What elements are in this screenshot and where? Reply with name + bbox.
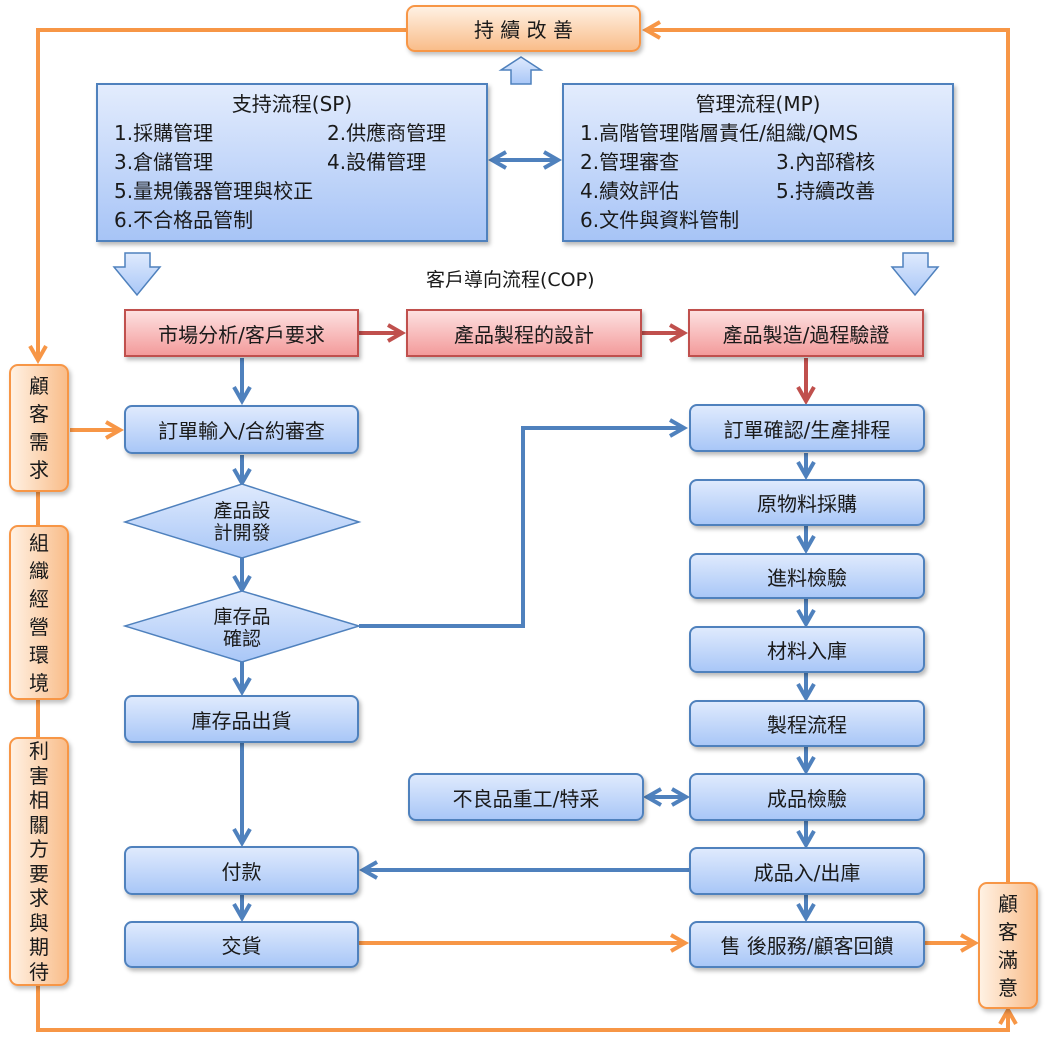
decision-stock-diamond <box>122 590 362 663</box>
finished-goods-box: 成品入/出庫 <box>689 847 925 895</box>
stock-shipping-label: 庫存品出貨 <box>191 708 292 733</box>
char: 關 <box>29 812 49 837</box>
step-label: 製程流程 <box>767 713 847 737</box>
product-design-box: 產品製程的設計 <box>406 309 642 357</box>
mp-item: 4.績效評估 <box>580 179 680 203</box>
incoming-inspection-box: 進料檢驗 <box>689 553 925 599</box>
cop-label: 客戶導向流程(COP) <box>426 269 595 291</box>
sp-item: 3.倉儲管理 <box>114 150 214 174</box>
char: 營 <box>29 614 49 639</box>
decision-design-line: 計開發 <box>213 522 271 544</box>
char: 需 <box>29 430 49 454</box>
support-process-panel: 支持流程(SP) 1.採購管理 2.供應商管理 3.倉儲管理 4.設備管理 5.… <box>96 83 488 242</box>
up-block-arrow-icon <box>498 56 544 85</box>
mp-item: 3.內部稽核 <box>776 150 876 174</box>
mp-item: 5.持續改善 <box>776 179 876 203</box>
char: 方 <box>29 837 49 861</box>
stock-to-order-confirm-arrow <box>359 418 689 628</box>
decision-design-label: 產品設 計開發 <box>192 500 292 544</box>
char: 組 <box>29 530 49 555</box>
market-analysis-label: 市場分析/客戶要求 <box>158 322 325 347</box>
decision-stock-line: 確認 <box>222 628 261 650</box>
order-entry-label: 訂單輸入/合約審查 <box>158 419 325 443</box>
product-design-label: 產品製程的設計 <box>454 322 594 347</box>
step-label: 成品檢驗 <box>767 786 847 811</box>
decision-design-diamond <box>122 483 362 559</box>
char: 意 <box>998 975 1018 1000</box>
stock-shipping-box: 庫存品出貨 <box>124 695 359 743</box>
management-process-title: 管理流程(MP) <box>695 92 821 116</box>
step-label: 材料入庫 <box>767 639 847 663</box>
sp-item: 5.量規儀器管理與校正 <box>114 179 314 203</box>
market-analysis-box: 市場分析/客戶要求 <box>124 309 359 357</box>
sp-item: 2.供應商管理 <box>327 121 447 145</box>
management-process-panel: 管理流程(MP) 1.高階管理階層責任/組織/QMS 2.管理審查 3.內部稽核… <box>562 83 954 242</box>
order-confirm-box: 訂單確認/生產排程 <box>689 404 925 452</box>
step-label: 進料檢驗 <box>767 565 847 590</box>
after-sales-service-box: 售 後服務/顧客回饋 <box>689 921 925 968</box>
char: 求 <box>29 886 49 910</box>
step-label: 成品入/出庫 <box>753 860 861 885</box>
continuous-improvement-label: 持 續 改 善 <box>473 18 574 42</box>
char: 織 <box>29 558 49 583</box>
decision-design-line: 產品設 <box>213 500 271 522</box>
stakeholder-requirements-box: 利 害 相 關 方 要 求 與 期 待 <box>9 737 69 986</box>
loop-line-bottom <box>36 985 1018 1032</box>
process-flow-box: 製程流程 <box>689 700 925 747</box>
step-label: 原物料採購 <box>757 492 857 516</box>
char: 害 <box>29 763 49 788</box>
manufacturing-verification-label: 產品製造/過程驗證 <box>722 322 890 347</box>
support-process-title: 支持流程(SP) <box>231 92 353 116</box>
char: 經 <box>29 586 49 611</box>
loop-line-right-top <box>641 20 1010 882</box>
decision-stock-line: 庫存品 <box>213 606 271 628</box>
char: 客 <box>998 919 1018 944</box>
char: 求 <box>29 458 49 482</box>
raw-material-purchase-box: 原物料採購 <box>689 479 925 526</box>
char: 待 <box>29 959 49 984</box>
sp-item: 4.設備管理 <box>327 150 427 174</box>
step-label: 售 後服務/顧客回饋 <box>720 934 894 958</box>
char: 顧 <box>998 891 1018 916</box>
down-block-arrow-left-icon <box>112 252 162 297</box>
final-inspection-box: 成品檢驗 <box>689 773 925 821</box>
manufacturing-verification-box: 產品製造/過程驗證 <box>688 309 924 357</box>
loop-line-left-top <box>28 28 406 365</box>
customer-needs-box: 顧 客 需 求 <box>9 364 69 492</box>
sp-item: 6.不合格品管制 <box>114 208 254 232</box>
mp-item: 2.管理審查 <box>580 150 680 174</box>
step-label: 訂單確認/生產排程 <box>723 417 891 442</box>
material-storage-box: 材料入庫 <box>689 626 925 673</box>
rework-box: 不良品重工/特采 <box>408 773 644 821</box>
delivery-label: 交貨 <box>221 934 262 958</box>
char: 與 <box>29 910 49 935</box>
rework-label: 不良品重工/特采 <box>452 786 600 811</box>
char: 滿 <box>998 947 1018 972</box>
char: 環 <box>29 642 49 667</box>
char: 顧 <box>29 374 49 398</box>
continuous-improvement-box: 持 續 改 善 <box>406 5 641 52</box>
delivery-box: 交貨 <box>124 921 359 968</box>
char: 客 <box>29 402 49 426</box>
sp-item: 1.採購管理 <box>114 121 214 145</box>
customer-satisfaction-box: 顧 客 滿 意 <box>978 882 1038 1009</box>
order-entry-box: 訂單輸入/合約審查 <box>124 405 359 454</box>
org-environment-box: 組 織 經 營 環 境 <box>9 525 69 700</box>
down-block-arrow-right-icon <box>890 252 940 297</box>
decision-stock-label: 庫存品 確認 <box>192 606 292 650</box>
char: 要 <box>29 861 49 886</box>
mp-item: 6.文件與資料管制 <box>580 208 740 232</box>
payment-label: 付款 <box>221 860 262 884</box>
char: 期 <box>29 935 49 959</box>
payment-box: 付款 <box>124 846 359 895</box>
char: 相 <box>29 788 49 812</box>
char: 利 <box>29 739 49 763</box>
mp-item: 1.高階管理階層責任/組織/QMS <box>580 121 859 145</box>
char: 境 <box>29 670 49 695</box>
